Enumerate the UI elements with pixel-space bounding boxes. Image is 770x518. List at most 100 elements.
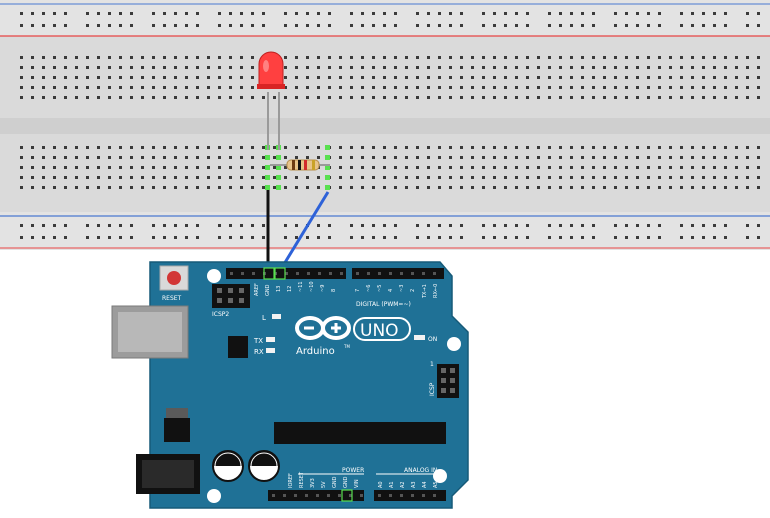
breadboard-hole xyxy=(724,146,727,149)
breadboard-hole xyxy=(317,156,320,159)
breadboard-hole xyxy=(108,176,111,179)
breadboard-hole xyxy=(75,176,78,179)
header-pin xyxy=(329,272,332,275)
breadboard-hole xyxy=(636,66,639,69)
breadboard-hole xyxy=(42,156,45,159)
rail-hole xyxy=(295,12,298,15)
breadboard-hole xyxy=(537,186,540,189)
rail-hole xyxy=(372,224,375,227)
breadboard-hole xyxy=(31,186,34,189)
breadboard-hole xyxy=(405,56,408,59)
breadboard-hole xyxy=(306,186,309,189)
rail-hole xyxy=(372,24,375,27)
icsp-pin xyxy=(450,388,455,393)
breadboard-hole xyxy=(141,156,144,159)
breadboard-hole xyxy=(383,186,386,189)
header-pin xyxy=(272,494,275,497)
breadboard-hole xyxy=(339,166,342,169)
rail-hole xyxy=(526,224,529,227)
breadboard-hole xyxy=(493,86,496,89)
led-tx xyxy=(266,337,275,342)
breadboard-hole xyxy=(317,86,320,89)
breadboard-hole xyxy=(680,56,683,59)
breadboard-hole xyxy=(53,186,56,189)
icsp-pin xyxy=(450,378,455,383)
breadboard-hole xyxy=(647,186,650,189)
rail-hole xyxy=(416,12,419,15)
reset-label: RESET xyxy=(162,295,182,302)
rail-hole xyxy=(592,12,595,15)
breadboard-hole xyxy=(152,76,155,79)
breadboard-hole xyxy=(31,86,34,89)
breadboard-hole xyxy=(460,66,463,69)
breadboard-hole xyxy=(515,146,518,149)
rail-hole xyxy=(295,236,298,239)
led-icon xyxy=(257,51,285,150)
breadboard-hole xyxy=(735,96,738,99)
rail-hole xyxy=(702,12,705,15)
icsp2-pin xyxy=(228,298,233,303)
breadboard-hole xyxy=(229,146,232,149)
pin-label-13: 13 xyxy=(276,286,282,292)
pin-label-tx: TX→1 xyxy=(422,284,428,299)
rail-hole xyxy=(295,224,298,227)
breadboard-hole xyxy=(647,176,650,179)
breadboard-hole xyxy=(713,186,716,189)
rail-hole xyxy=(658,236,661,239)
breadboard-hole xyxy=(493,156,496,159)
breadboard xyxy=(0,0,770,250)
breadboard-hole xyxy=(482,146,485,149)
breadboard-hole xyxy=(559,86,562,89)
breadboard-hole xyxy=(229,186,232,189)
breadboard-hole xyxy=(449,96,452,99)
breadboard-hole xyxy=(31,96,34,99)
breadboard-hole xyxy=(273,176,276,179)
rail-hole xyxy=(251,24,254,27)
rail-hole xyxy=(306,236,309,239)
breadboard-hole xyxy=(416,176,419,179)
breadboard-hole xyxy=(581,156,584,159)
breadboard-hole xyxy=(207,166,210,169)
breadboard-hole xyxy=(284,86,287,89)
breadboard-hole xyxy=(317,146,320,149)
l-label: L xyxy=(262,314,266,322)
rail-hole xyxy=(724,224,727,227)
breadboard-hole xyxy=(603,176,606,179)
led-on xyxy=(414,335,425,340)
breadboard-hole xyxy=(559,76,562,79)
breadboard-hole xyxy=(383,86,386,89)
breadboard-hole xyxy=(361,76,364,79)
breadboard-hole xyxy=(592,166,595,169)
rail-hole xyxy=(383,224,386,227)
breadboard-hole xyxy=(262,146,265,149)
breadboard-hole xyxy=(581,146,584,149)
breadboard-hole xyxy=(251,186,254,189)
breadboard-hole xyxy=(262,156,265,159)
bottom-pin-labels: IOREF RESET 3V3 5V GND GND VIN A0 A1 A2 … xyxy=(288,471,439,488)
breadboard-hole xyxy=(306,176,309,179)
breadboard-hole xyxy=(141,76,144,79)
reset-button[interactable] xyxy=(159,265,189,291)
rail-hole xyxy=(361,224,364,227)
power-jack-icon xyxy=(136,454,200,494)
rail-hole xyxy=(383,236,386,239)
rail-hole xyxy=(20,236,23,239)
rail-hole xyxy=(515,12,518,15)
breadboard-hole xyxy=(185,96,188,99)
rail-hole xyxy=(152,236,155,239)
breadboard-hole xyxy=(207,176,210,179)
rail-hole xyxy=(42,224,45,227)
breadboard-hole xyxy=(361,96,364,99)
rail-hole xyxy=(53,24,56,27)
pin-label-aref: AREF xyxy=(254,283,260,296)
breadboard-hole xyxy=(702,66,705,69)
breadboard-hole xyxy=(548,176,551,179)
rail-hole xyxy=(229,236,232,239)
breadboard-hole xyxy=(229,76,232,79)
breadboard-hole xyxy=(42,56,45,59)
breadboard-hole xyxy=(185,66,188,69)
breadboard-hole xyxy=(97,166,100,169)
rail-hole xyxy=(174,24,177,27)
breadboard-hole xyxy=(31,146,34,149)
rail-hole xyxy=(757,12,760,15)
